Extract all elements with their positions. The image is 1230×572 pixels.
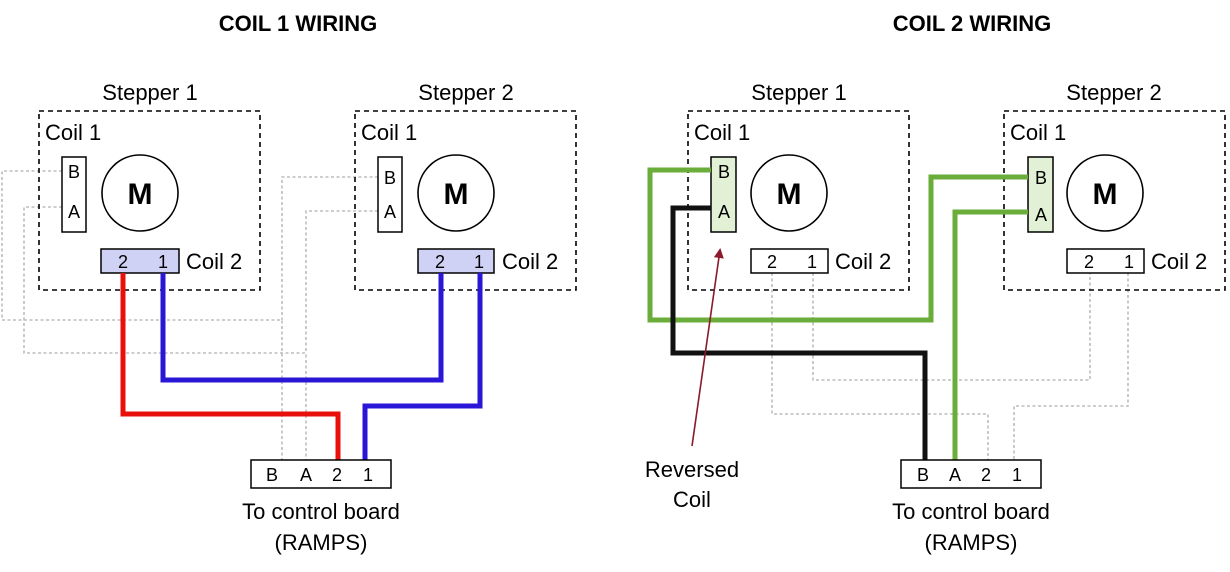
- pin-1: 1: [363, 465, 373, 485]
- reversed-coil-arrow: [691, 248, 724, 447]
- stepper-label: Stepper 1: [751, 80, 846, 105]
- stepper-label: Stepper 1: [102, 80, 197, 105]
- stepper-1: Stepper 1 Coil 1 B A M 2 1 Coil 2: [38, 80, 261, 291]
- pin-1: 1: [1012, 465, 1022, 485]
- pin-b: B: [718, 162, 730, 182]
- coil2-label: Coil 2: [1151, 249, 1207, 274]
- grey-wire-s1-a: [23, 206, 307, 460]
- pin-a: A: [384, 202, 396, 222]
- pin-b: B: [384, 168, 396, 188]
- pin-a: A: [1035, 205, 1047, 225]
- coil2-connector: [1066, 248, 1145, 274]
- pin-1: 1: [807, 252, 817, 272]
- pin-2: 2: [118, 252, 128, 272]
- motor-circle: [1066, 154, 1144, 232]
- coil2-label: Coil 2: [186, 249, 242, 274]
- coil2-connector: [417, 248, 495, 274]
- pin-2: 2: [981, 465, 991, 485]
- motor-label: M: [777, 178, 802, 211]
- connector-box: [900, 459, 1042, 489]
- pin-b: B: [917, 465, 929, 485]
- pin-1: 1: [1124, 252, 1134, 272]
- pin-2: 2: [435, 252, 445, 272]
- pin-1: 1: [474, 252, 484, 272]
- red-wire: [120, 273, 341, 460]
- pin-b: B: [266, 465, 278, 485]
- coil1-connector: [61, 156, 87, 233]
- motor-circle: [750, 154, 828, 232]
- coil1-wiring-panel: COIL 1 WIRING Stepper 1 Coil 1 B A M 2 1…: [1, 11, 577, 555]
- coil1-label: Coil 1: [694, 120, 750, 145]
- motor-label: M: [1093, 178, 1118, 211]
- connector-box: [250, 459, 392, 489]
- stepper-1: Stepper 1 Coil 1 B A M 2 1 Coil 2: [687, 80, 910, 291]
- grey-wire-s2-b: [281, 176, 378, 320]
- pin-b: B: [1035, 168, 1047, 188]
- green-wire-s1b-to-s2b: [647, 167, 1028, 323]
- stepper-2: Stepper 2 Coil 1 B A M 2 1 Coil 2: [1003, 80, 1226, 291]
- pin-a: A: [949, 465, 961, 485]
- pin-2: 2: [767, 252, 777, 272]
- stepper-enclosure: [354, 110, 577, 291]
- annotation-line2: Coil: [673, 487, 711, 512]
- control-board-connector: B A 2 1 To control board (RAMPS): [242, 459, 400, 555]
- blue-wire-to-board: [362, 273, 483, 460]
- stepper-2: Stepper 2 Coil 1 B A M 2 1 Coil 2: [354, 80, 577, 291]
- coil1-connector: [710, 156, 737, 233]
- coil2-connector: [750, 248, 829, 274]
- grey-wire-s1-pin1: [812, 273, 1091, 381]
- grey-wire-s1-pin2: [771, 273, 989, 460]
- coil1-label: Coil 1: [1010, 120, 1066, 145]
- connector-caption-line2: (RAMPS): [275, 530, 368, 555]
- connector-caption-line2: (RAMPS): [925, 530, 1018, 555]
- grey-wire-s2-a: [305, 210, 378, 353]
- panel-title: COIL 2 WIRING: [893, 11, 1052, 36]
- motor-circle: [417, 154, 495, 232]
- coil1-connector: [1027, 156, 1054, 233]
- coil1-connector: [377, 156, 403, 233]
- grey-wire-s1-b: [1, 170, 283, 460]
- pin-b: B: [68, 162, 80, 182]
- coil2-wiring-panel: COIL 2 WIRING Stepper 1 Coil 1 B A M 2 1…: [645, 11, 1226, 555]
- grey-wire-s2-pin1: [1013, 273, 1129, 460]
- panel-title: COIL 1 WIRING: [219, 11, 378, 36]
- coil2-label: Coil 2: [835, 249, 891, 274]
- stepper-label: Stepper 2: [418, 80, 513, 105]
- stepper-enclosure: [38, 110, 261, 291]
- coil2-connector: [100, 248, 180, 274]
- stepper-enclosure: [1003, 110, 1226, 291]
- coil2-label: Coil 2: [502, 249, 558, 274]
- control-board-connector: B A 2 1 To control board (RAMPS): [892, 459, 1050, 555]
- connector-caption-line1: To control board: [892, 499, 1050, 524]
- pin-a: A: [68, 202, 80, 222]
- blue-wire-coil2-pin1-to-pin2: [160, 273, 444, 383]
- stepper-label: Stepper 2: [1066, 80, 1161, 105]
- pin-2: 2: [332, 465, 342, 485]
- connector-caption-line1: To control board: [242, 499, 400, 524]
- black-wire: [670, 205, 928, 460]
- motor-label: M: [128, 178, 153, 211]
- coil1-label: Coil 1: [361, 120, 417, 145]
- green-wire-to-board: [952, 209, 1028, 460]
- motor-label: M: [444, 178, 469, 211]
- pin-2: 2: [1084, 252, 1094, 272]
- pin-a: A: [718, 202, 730, 222]
- stepper-enclosure: [687, 110, 910, 291]
- annotation-line1: Reversed: [645, 457, 739, 482]
- pin-1: 1: [158, 252, 168, 272]
- pin-a: A: [300, 465, 312, 485]
- coil1-label: Coil 1: [45, 120, 101, 145]
- motor-circle: [101, 154, 179, 232]
